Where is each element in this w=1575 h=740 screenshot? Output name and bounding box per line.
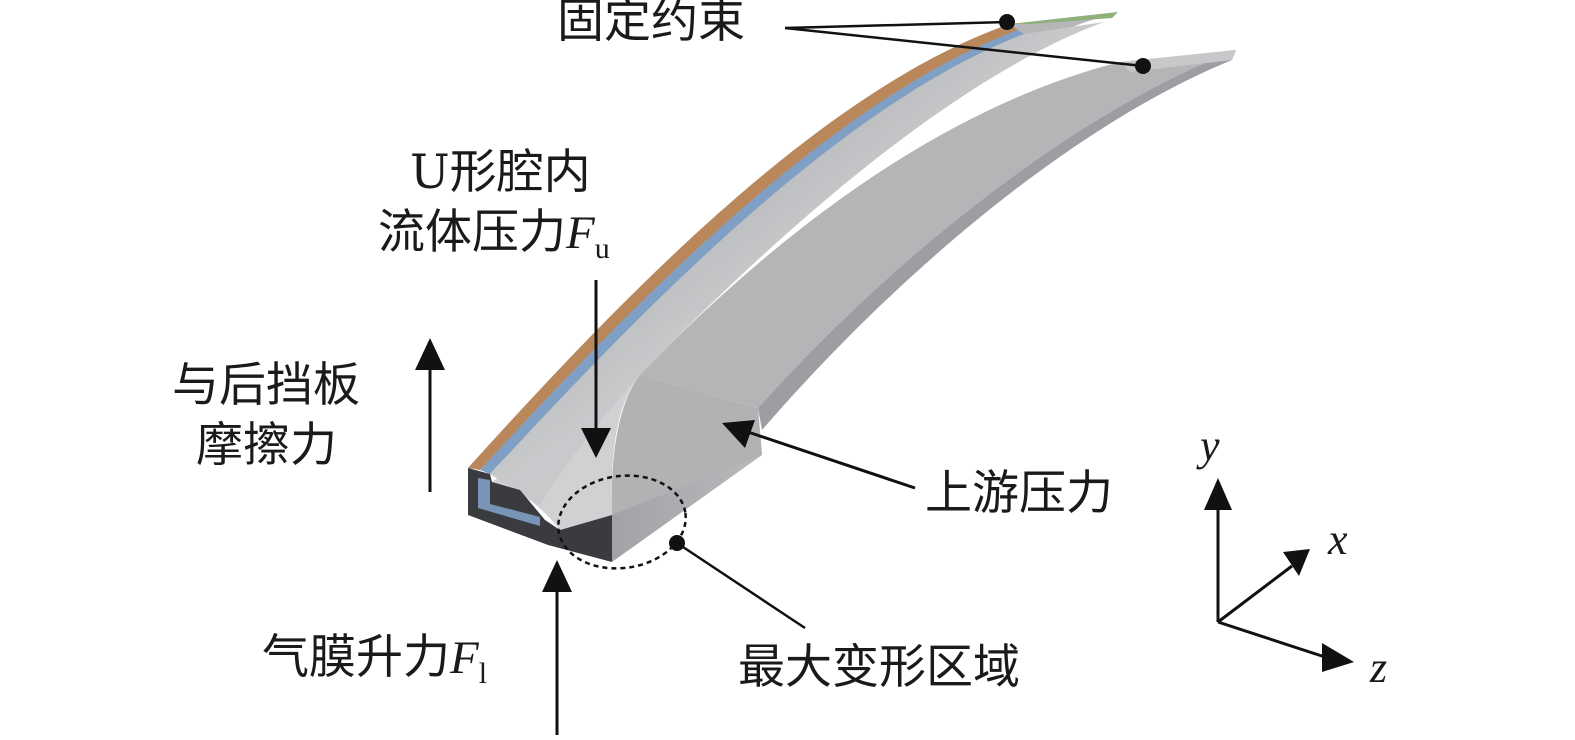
x-axis-arrowhead (1283, 549, 1310, 576)
upstream-pressure-arrow (722, 420, 916, 490)
fixed-constraint-label: 固定约束 (557, 0, 745, 49)
y-axis-label: y (1200, 421, 1220, 470)
max-deformation-zone (557, 474, 806, 630)
friction-arrow (415, 338, 445, 492)
fu-subscript: u (594, 232, 610, 265)
u-cavity-label-line2: 流体压力Fu (378, 205, 610, 266)
edge-green-tip (1010, 12, 1118, 24)
film-lift-text: 气膜升力 (262, 630, 450, 685)
fu-symbol: F (566, 207, 595, 259)
film-lift-arrow (542, 560, 572, 735)
fu-arrow (581, 280, 611, 458)
fl-symbol: F (450, 632, 479, 684)
coordinate-axes (1204, 478, 1354, 672)
constraint-dot-2 (1135, 58, 1151, 74)
friction-label-line2: 摩擦力 (196, 418, 337, 473)
z-axis-arrowhead (1322, 643, 1354, 672)
y-axis-arrowhead (1204, 478, 1232, 510)
friction-label-line1: 与后挡板 (172, 358, 360, 413)
u-cavity-label-text: 流体压力 (378, 205, 566, 260)
z-axis-label: z (1370, 643, 1388, 692)
seal-front-wall (611, 50, 1236, 562)
fl-subscript: l (478, 657, 488, 690)
u-cavity-label-line1: U形腔内 (410, 145, 591, 200)
x-axis-label: x (1328, 515, 1348, 564)
fixed-constraint-leaders (784, 14, 1151, 74)
u-cavity-channel (490, 22, 1104, 530)
seal-cross-section (468, 468, 612, 562)
film-lift-label: 气膜升力Fl (262, 630, 487, 691)
max-deformation-label: 最大变形区域 (738, 640, 1020, 695)
upstream-pressure-label: 上游压力 (925, 466, 1113, 521)
constraint-dot-1 (999, 14, 1015, 30)
